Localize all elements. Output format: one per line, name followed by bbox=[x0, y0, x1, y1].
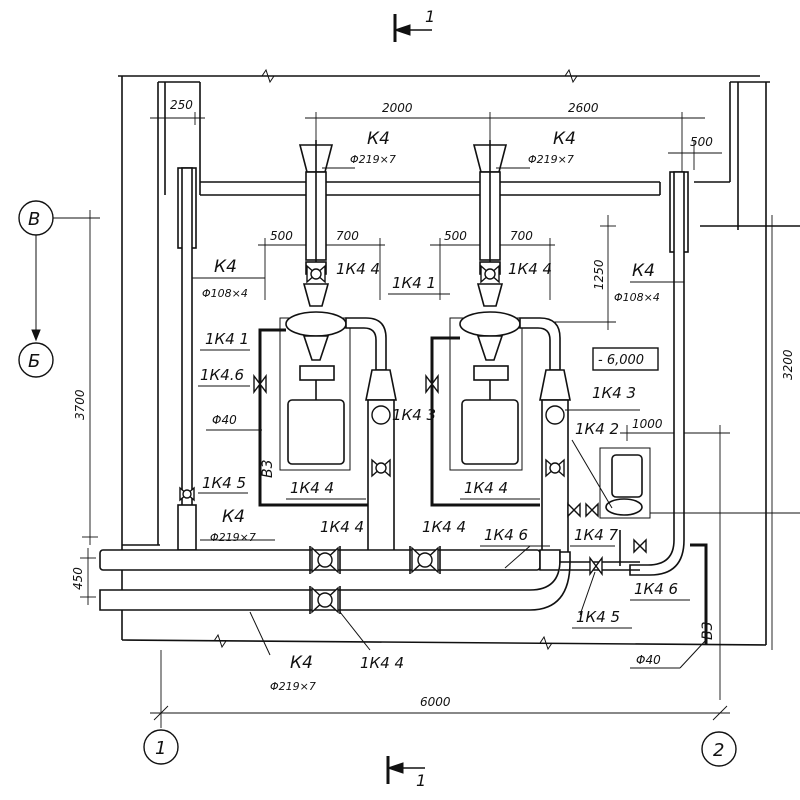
valve-1k44-e: 1К4 4 bbox=[320, 518, 364, 536]
discharge-column-b: 1К4 3 1К4 4 bbox=[460, 369, 640, 561]
axis-1: 1 bbox=[143, 729, 179, 765]
right-branch: 1К4 6 1К4 6 1К4 5 В3 Φ40 bbox=[480, 526, 716, 669]
pump-unit-a: 1К4 4 1К4 1 1К4.6 Φ40 В3 bbox=[198, 260, 387, 507]
phi40-left: Φ40 bbox=[212, 413, 237, 427]
elevation-tag: - 6,000 bbox=[592, 347, 659, 371]
section-mark-top-label: 1 bbox=[425, 7, 435, 26]
valve-1k45-right: 1К4 5 bbox=[576, 608, 620, 626]
valve-1k45-left: 1К4 5 bbox=[202, 474, 246, 492]
small-pump: 1К4 2 1К4 7 bbox=[567, 420, 800, 554]
elevation-value: - 6,000 bbox=[598, 353, 644, 368]
dim-1250: 1250 bbox=[592, 259, 606, 290]
left-riser-size: Φ108×4 bbox=[202, 287, 248, 300]
header-top-k4: К4 bbox=[222, 507, 245, 527]
axis-b: Б bbox=[18, 342, 54, 378]
header-bottom-size: Φ219×7 bbox=[270, 680, 316, 693]
valve-1k44-c: 1К4 4 bbox=[290, 479, 334, 497]
phi40-right: Φ40 bbox=[636, 653, 661, 667]
pump-unit-b: 1К4 4 1К4 1 bbox=[388, 260, 561, 507]
valve-1k42: 1К4 2 bbox=[575, 420, 619, 438]
axis-v-label: В bbox=[28, 209, 40, 230]
header-top-size: Φ219×7 bbox=[210, 531, 256, 544]
exhaust-2-k4: К4 bbox=[553, 129, 576, 149]
header-top: К4 Φ219×7 1К4 4 1К4 4 bbox=[99, 507, 561, 574]
dim-700-b: 700 bbox=[510, 229, 533, 243]
valve-1k46-mid: 1К4 6 bbox=[484, 526, 528, 544]
valve-1k46-left: 1К4.6 bbox=[200, 366, 244, 384]
axis-v: В bbox=[18, 200, 100, 342]
dim-250: 250 bbox=[170, 98, 193, 112]
valve-1k41-b: 1К4 1 bbox=[392, 274, 436, 292]
left-riser-k4: К4 bbox=[214, 257, 237, 277]
dim-2000: 2000 bbox=[382, 101, 413, 115]
dim-3700: 3700 bbox=[73, 389, 87, 420]
section-mark-bottom: 1 bbox=[386, 756, 426, 790]
axis-1-label: 1 bbox=[155, 738, 166, 759]
axis-2: 2 bbox=[701, 731, 737, 767]
dim-450: 450 bbox=[71, 567, 85, 590]
right-riser-k4: К4 bbox=[632, 261, 655, 281]
right-riser: К4 Φ108×4 bbox=[614, 171, 689, 576]
b3-right: В3 bbox=[700, 621, 716, 640]
dim-700-a: 700 bbox=[336, 229, 359, 243]
dim-1000: 1000 bbox=[632, 417, 663, 431]
header-bottom-k4: К4 bbox=[290, 653, 313, 673]
exhaust-stack-2: К4 Φ219×7 bbox=[472, 129, 576, 262]
section-mark-bottom-label: 1 bbox=[416, 771, 426, 790]
section-mark-top: 1 bbox=[393, 7, 435, 42]
header-bottom: К4 Φ219×7 1К4 4 bbox=[99, 551, 571, 693]
valve-1k44-a: 1К4 4 bbox=[336, 260, 380, 278]
valve-1k44-b: 1К4 4 bbox=[508, 260, 552, 278]
left-riser: К4 Φ108×4 1К4 5 bbox=[177, 167, 265, 551]
exhaust-stack-1: К4 Φ219×7 bbox=[298, 129, 396, 262]
axis-2-label: 2 bbox=[713, 740, 724, 761]
right-riser-size: Φ108×4 bbox=[614, 291, 660, 304]
dim-500-right: 500 bbox=[690, 135, 713, 149]
axis-b-label: Б bbox=[28, 351, 40, 372]
building-walls bbox=[118, 68, 800, 651]
exhaust-1-k4: К4 bbox=[367, 129, 390, 149]
valve-1k41-a: 1К4 1 bbox=[205, 330, 249, 348]
valve-1k46-right: 1К4 6 bbox=[634, 580, 678, 598]
valve-1k44-f: 1К4 4 bbox=[422, 518, 466, 536]
dim-2600: 2600 bbox=[568, 101, 599, 115]
exhaust-2-size: Φ219×7 bbox=[528, 153, 574, 166]
valve-1k44-bottom: 1К4 4 bbox=[360, 654, 404, 672]
valve-1k44-d: 1К4 4 bbox=[464, 479, 508, 497]
valve-1k43-a: 1К4 3 bbox=[392, 406, 436, 424]
dim-500-b: 500 bbox=[444, 229, 467, 243]
dim-500-a: 500 bbox=[270, 229, 293, 243]
dim-3200: 3200 bbox=[781, 349, 795, 380]
exhaust-1-size: Φ219×7 bbox=[350, 153, 396, 166]
valve-1k43-b: 1К4 3 bbox=[592, 384, 636, 402]
valve-1k47: 1К4 7 bbox=[574, 526, 619, 544]
b3-left: В3 bbox=[260, 459, 276, 478]
dim-6000: 6000 bbox=[420, 695, 451, 709]
dimensions: 250 2000 2600 500 500 700 500 700 1250 bbox=[71, 98, 795, 728]
